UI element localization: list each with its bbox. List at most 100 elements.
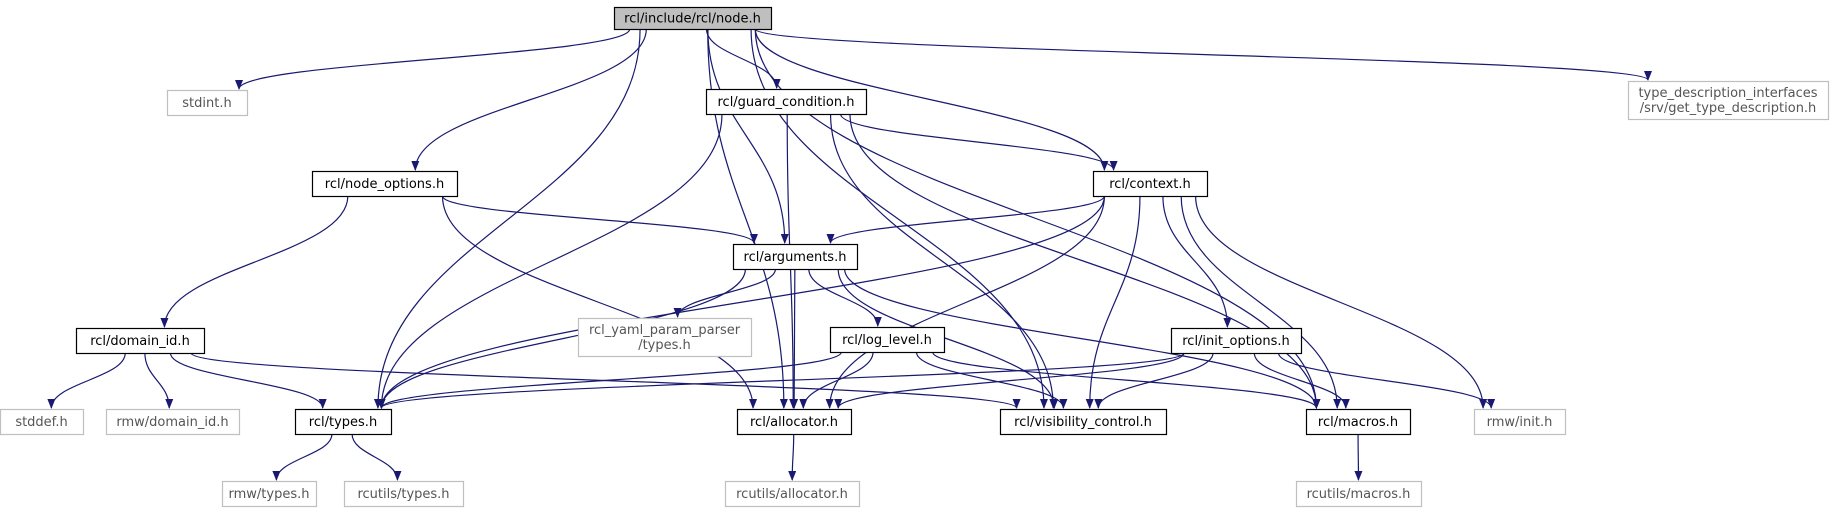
node-label: rcl/allocator.h — [750, 415, 838, 430]
node-box — [829, 326, 946, 354]
node-type-desc: type_description_interfaces/srv/get_type… — [1627, 80, 1830, 121]
edge-context-to-arguments — [826, 195, 1105, 244]
edge-allocator-to-rcutils_allocator — [788, 433, 797, 481]
node-label: rcl/node_options.h — [325, 177, 444, 192]
node-label: rcl/macros.h — [1318, 415, 1398, 430]
edge-domain_id-to-rmw_domain_id — [144, 352, 174, 409]
node-box — [1092, 170, 1209, 198]
edge-domain_id-to-stddef — [47, 352, 126, 409]
edge-log_level-to-macros — [932, 351, 1321, 409]
edge-guard_condition-to-types_h — [377, 113, 723, 409]
edge-node_h-to-guard_condition — [705, 28, 781, 89]
node-label: rcutils/macros.h — [1307, 487, 1411, 502]
node-label: rcl/guard_condition.h — [717, 95, 854, 110]
edge-arguments-to-log_level — [808, 268, 882, 327]
node-rmw-types: rmw/types.h — [221, 480, 318, 508]
node-visibility[interactable]: rcl/visibility_control.h — [999, 408, 1168, 436]
node-box — [1305, 408, 1412, 436]
edge-arguments-to-types_h — [377, 268, 746, 409]
edge-init_options-to-rmw_init — [1277, 352, 1496, 409]
edge-node_h-to-types_h — [373, 28, 641, 409]
node-stddef: stddef.h — [0, 408, 85, 436]
node-box — [75, 327, 206, 355]
edge-arguments-to-macros — [844, 268, 1321, 409]
node-label: rcutils/types.h — [357, 487, 449, 502]
node-box — [294, 408, 393, 436]
node-label: type_description_interfaces — [1638, 86, 1817, 101]
node-label: rcl/arguments.h — [744, 250, 847, 265]
node-stdint: stdint.h — [166, 89, 249, 117]
node-label: rcl/visibility_control.h — [1014, 415, 1152, 430]
node-label: rcl_yaml_param_parser — [589, 323, 741, 338]
edge-node_h-to-stdint — [235, 28, 631, 90]
edge-node_options-to-allocator — [441, 195, 758, 409]
edge-log_level-to-types_h — [377, 351, 842, 409]
edge-guard_condition-to-macros — [849, 113, 1321, 409]
node-label: rmw/types.h — [229, 487, 310, 502]
node-label: stdint.h — [182, 96, 231, 111]
node-box — [343, 480, 465, 508]
node-domain-id[interactable]: rcl/domain_id.h — [75, 327, 206, 355]
node-label: rmw/domain_id.h — [116, 415, 228, 430]
node-node-h[interactable]: rcl/include/rcl/node.h — [613, 6, 773, 31]
node-box — [166, 89, 249, 117]
node-label: stddef.h — [15, 415, 67, 430]
node-label: rcl/domain_id.h — [90, 334, 190, 349]
edge-init_options-to-allocator — [834, 352, 1185, 409]
edge-arguments-to-visibility — [837, 268, 1059, 409]
node-box — [1627, 80, 1830, 121]
edge-context-to-allocator — [825, 195, 1105, 409]
node-box — [1295, 480, 1423, 508]
edge-context-to-visibility — [1085, 195, 1141, 409]
node-label: rcl/include/rcl/node.h — [624, 12, 761, 27]
node-box — [0, 408, 85, 436]
node-types-h[interactable]: rcl/types.h — [294, 408, 393, 436]
node-box — [732, 243, 859, 271]
node-allocator[interactable]: rcl/allocator.h — [736, 408, 853, 436]
edge-log_level-to-visibility — [915, 351, 1068, 409]
node-box — [613, 6, 773, 31]
node-label: rcl/init_options.h — [1182, 334, 1290, 349]
node-macros[interactable]: rcl/macros.h — [1305, 408, 1412, 436]
edge-context-to-rmw_init — [1195, 195, 1488, 409]
edge-guard_condition-to-visibility — [829, 113, 1058, 409]
node-box — [724, 480, 861, 508]
node-arguments[interactable]: rcl/arguments.h — [732, 243, 859, 271]
node-rmw-init: rmw/init.h — [1473, 408, 1567, 436]
edge-node_h-to-context — [754, 28, 1109, 171]
edge-context-to-macros — [1180, 195, 1342, 409]
node-yaml-types: rcl_yaml_param_parser/types.h — [577, 317, 753, 358]
edge-guard_condition-to-context — [840, 113, 1118, 171]
edge-init_options-to-visibility — [1094, 352, 1214, 409]
node-node-options[interactable]: rcl/node_options.h — [311, 170, 459, 198]
node-box — [221, 480, 318, 508]
node-rcutils-allocator: rcutils/allocator.h — [724, 480, 861, 508]
edge-context-to-init_options — [1162, 195, 1232, 328]
edge-node_h-to-type_desc — [754, 28, 1652, 81]
edge-init_options-to-types_h — [377, 352, 1185, 409]
edge-arguments-to-allocator — [790, 268, 799, 409]
node-guard-condition[interactable]: rcl/guard_condition.h — [705, 88, 868, 116]
node-box — [577, 317, 753, 358]
node-rcutils-types: rcutils/types.h — [343, 480, 465, 508]
node-box — [736, 408, 853, 436]
edge-node_options-to-arguments — [441, 195, 758, 244]
node-rcutils-macros: rcutils/macros.h — [1295, 480, 1423, 508]
node-label: /srv/get_type_description.h — [1640, 101, 1817, 116]
node-label: rcl/log_level.h — [842, 333, 932, 348]
node-init-options[interactable]: rcl/init_options.h — [1170, 327, 1303, 355]
node-box — [1473, 408, 1567, 436]
edge-domain_id-to-types_h — [169, 352, 327, 409]
edge-log_level-to-allocator — [799, 351, 874, 409]
edge-context-to-types_h — [377, 195, 1105, 409]
node-box — [705, 88, 868, 116]
edge-types_h-to-rcutils_types — [351, 433, 402, 481]
node-context[interactable]: rcl/context.h — [1092, 170, 1209, 198]
node-label: rmw/init.h — [1487, 415, 1553, 430]
node-log-level[interactable]: rcl/log_level.h — [829, 326, 946, 354]
edge-init_options-to-macros — [1253, 352, 1350, 409]
node-rmw-domain-id: rmw/domain_id.h — [105, 408, 241, 436]
node-box — [311, 170, 459, 198]
node-box — [105, 408, 241, 436]
